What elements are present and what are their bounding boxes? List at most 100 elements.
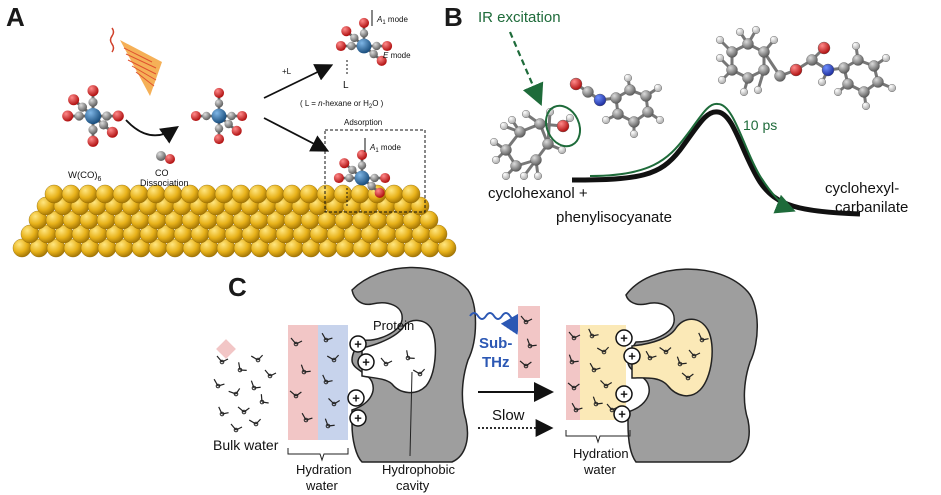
hydrogen-atom [752, 26, 761, 35]
a1-mode-label-bottom: A1 mode [369, 143, 401, 154]
sub-thz-label-1: Sub- [479, 335, 512, 352]
oxygen-atom [213, 134, 225, 145]
oxygen-atom [213, 87, 225, 98]
carbon-atom [348, 165, 357, 175]
carbon-atom [74, 111, 84, 121]
water-molecule [645, 350, 657, 361]
reactant-label-2: phenylisocyanate [556, 209, 672, 226]
carbon-atom [77, 102, 88, 112]
tungsten-atom [84, 107, 102, 125]
positive-charge-icon [349, 409, 367, 427]
energy-profile-curve [571, 109, 861, 217]
e-mode-label: E mode [383, 51, 411, 60]
carbon-atom [742, 38, 754, 50]
carbon-atom [88, 97, 98, 107]
w-co5-surface-molecule [333, 149, 391, 198]
water-molecule [520, 315, 533, 325]
positive-charge-symbol: + [352, 391, 360, 406]
carbon-atom [224, 119, 233, 129]
oxygen-atom [358, 17, 370, 28]
water-molecule [322, 374, 333, 385]
hydrogen-atom [754, 85, 763, 94]
carbon-atom [202, 111, 211, 121]
oxygen-atom [341, 26, 352, 37]
carbon-atom [350, 33, 359, 43]
hydrogen-atom [888, 83, 897, 92]
hydrogen-atom [490, 137, 499, 146]
positive-charges-left: ++++ [347, 335, 375, 427]
water-molecule [230, 423, 243, 433]
carbon-atom [510, 160, 522, 172]
oxygen-atom [789, 63, 803, 77]
water-molecule [589, 362, 601, 373]
carbon-atom [806, 54, 818, 66]
hydrogen-atom [520, 171, 529, 180]
oxygen-atom [106, 126, 118, 138]
panel-b-letter: B [444, 2, 463, 32]
positive-charge-icon [615, 385, 633, 403]
hydrogen-atom [656, 115, 665, 124]
reaction-trajectory [589, 102, 796, 214]
cavity-label-1: Hydrophobic [382, 462, 455, 477]
water-molecule [568, 354, 579, 365]
water-molecule [596, 346, 610, 355]
gold-atom [197, 184, 217, 204]
water-molecule [412, 368, 426, 377]
panel-a-letter: A [6, 2, 25, 32]
carbon-atom [88, 125, 98, 135]
water-molecule [380, 357, 393, 367]
water-molecule [659, 347, 672, 355]
oxygen-atom [231, 125, 242, 136]
panel-c-letter: C [228, 272, 247, 302]
positive-charge-symbol: + [362, 355, 370, 370]
positive-charge-symbol: + [620, 331, 628, 346]
carbon-atom [726, 46, 738, 58]
hydration-band-pink-right [566, 325, 580, 420]
positive-charges-right: ++++ [613, 329, 641, 423]
water-molecule [290, 337, 303, 347]
water-molecule [289, 390, 302, 399]
water-molecule [228, 388, 241, 397]
oxygen-atom [87, 85, 99, 97]
dissociation-arrow [125, 119, 179, 144]
adsorption-arrow [263, 117, 330, 152]
water-molecules-left [213, 332, 426, 433]
hydration-brace-left [287, 448, 349, 462]
water-molecule [600, 380, 613, 389]
water-molecule [676, 356, 687, 367]
tungsten-atom [354, 170, 370, 186]
carbon-atom [369, 49, 378, 59]
adsorption-box [324, 129, 426, 213]
ir-excitation-label: IR excitation [478, 9, 561, 26]
gold-atom [333, 184, 353, 204]
water-molecule [213, 378, 225, 389]
hydrogen-atom [624, 73, 633, 82]
w-co6-label: W(CO)6 [68, 170, 102, 183]
hydration-band-blue [318, 325, 348, 440]
ligand-note: ( L = n-hexane or H2O ) [300, 99, 384, 110]
oxygen-atom [333, 172, 344, 184]
tungsten-atom [356, 38, 372, 54]
positive-charge-symbol: + [628, 349, 636, 364]
cavity-pointer-line [409, 371, 413, 457]
carbon-atom [370, 173, 379, 183]
oxygen-atom [112, 110, 124, 122]
gold-atom [78, 184, 98, 204]
carbon-atom [582, 86, 594, 98]
ir-excitation-arrow [508, 31, 544, 107]
panel-a: A [6, 2, 457, 258]
plus-l-label: +L [282, 67, 292, 76]
gold-atom [95, 184, 115, 204]
gold-atom [428, 224, 448, 244]
ligand-axis-label: L [343, 80, 349, 91]
carbon-atom [610, 92, 622, 104]
carbon-atom [357, 161, 367, 170]
slow-label: Slow [492, 407, 525, 424]
water-molecule [324, 418, 335, 429]
carbon-atom [640, 90, 652, 102]
reactant-label-1: cyclohexanol + [488, 185, 588, 202]
adsorption-label: Adsorption [344, 118, 382, 127]
gold-atom [350, 184, 370, 204]
nitrogen-atom [593, 93, 607, 107]
positive-charge-icon [613, 405, 631, 423]
